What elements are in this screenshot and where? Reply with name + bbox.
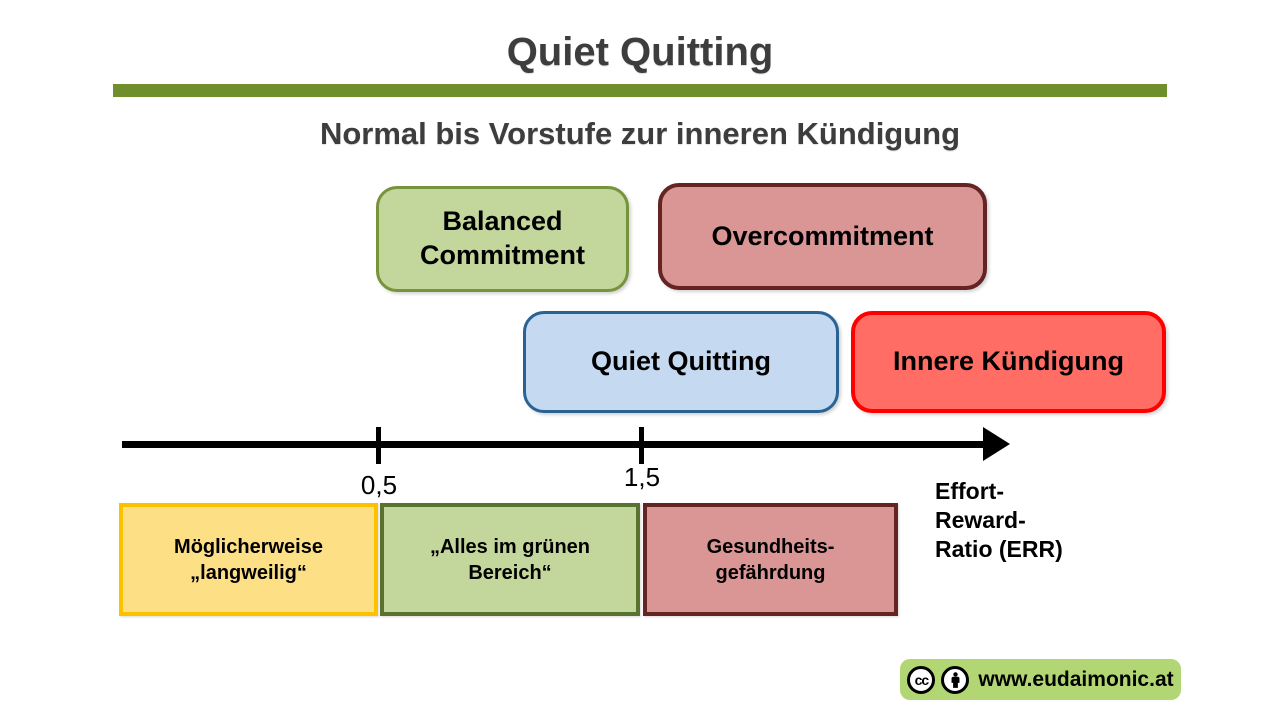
subtitle: Normal bis Vorstufe zur inneren Kündigun… (319, 116, 961, 151)
err-axis-line (122, 441, 985, 448)
attribution-person-icon (941, 665, 970, 694)
err-axis-label: Effort- Reward- Ratio (ERR) (935, 478, 1063, 562)
innere-kuendigung-box: Innere Kündigung (851, 311, 1166, 413)
axis-tick-label-15: 1,5 (623, 462, 661, 492)
footer-credit-pill: cc www.eudaimonic.at (900, 659, 1181, 700)
page-title: Quiet Quitting (506, 30, 774, 74)
balanced-commitment-box: Balanced Commitment (376, 186, 629, 292)
err-axis-arrowhead-icon (983, 427, 1010, 461)
overcommitment-box: Overcommitment (658, 183, 987, 290)
zone-alles-im-gruenen-bereich: „Alles im grünen Bereich“ (380, 503, 640, 616)
zone-gesundheitsgefaehrdung: Gesundheits- gefährdung (643, 503, 898, 616)
creative-commons-icon: cc (907, 665, 936, 694)
axis-tick-label-05: 0,5 (360, 470, 398, 500)
zone-moeglicherweise-langweilig: Möglicherweise „langweilig“ (119, 503, 378, 616)
axis-tick-15 (639, 427, 644, 464)
footer-website-text: www.eudaimonic.at (978, 667, 1174, 691)
axis-tick-05 (376, 427, 381, 464)
green-divider-bar (113, 84, 1167, 97)
quiet-quitting-box: Quiet Quitting (523, 311, 839, 413)
